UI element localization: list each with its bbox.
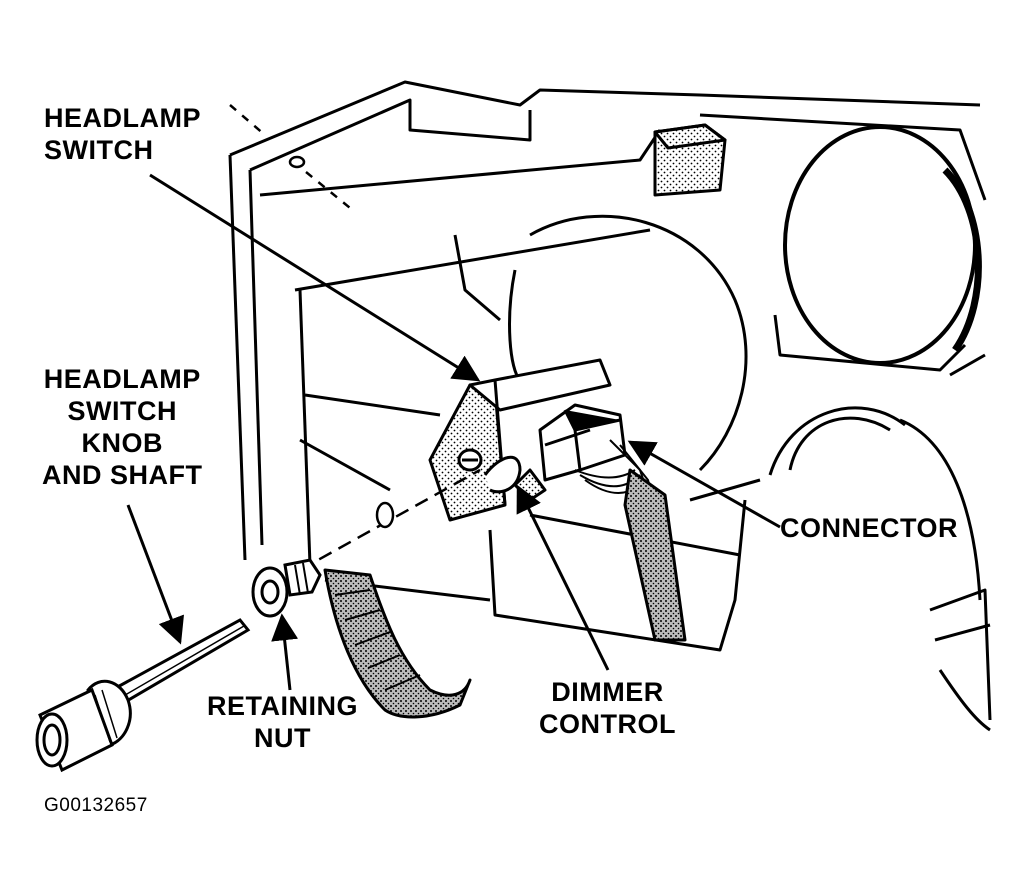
headlamp-switch-arrow (149, 173, 481, 382)
headlamp-switch (428, 358, 687, 642)
label-dimmer-control: DIMMER CONTROL (539, 677, 676, 739)
label-retaining-nut: RETAINING NUT (207, 691, 358, 753)
knob-arrow (126, 504, 184, 645)
wiring-loom (323, 568, 472, 719)
leader-lines (126, 173, 781, 691)
dimmer-control-arrow (516, 484, 610, 671)
shaft-axis-line (299, 468, 481, 572)
retaining-nut (251, 558, 322, 618)
retaining-nut-arrow (271, 613, 299, 691)
label-connector: CONNECTOR (780, 513, 959, 543)
connector-arrow (627, 440, 781, 529)
washer (375, 501, 395, 529)
dash-panel (228, 80, 992, 732)
knob-and-shaft (35, 618, 251, 773)
label-headlamp-switch: HEADLAMP SWITCH (44, 103, 201, 165)
label-knob-and-shaft: HEADLAMP SWITCH KNOB AND SHAFT (42, 364, 203, 490)
screw-icon (229, 104, 356, 213)
figure-id: G00132657 (44, 795, 148, 816)
